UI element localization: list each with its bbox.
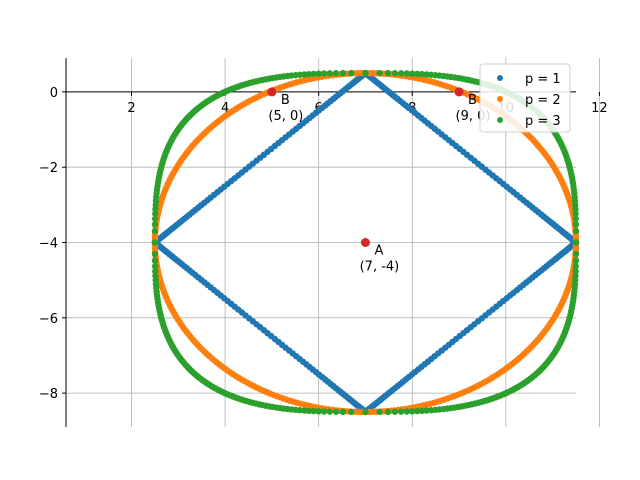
series-point bbox=[408, 70, 416, 77]
y-tick-label: −2 bbox=[39, 161, 58, 176]
series-point bbox=[572, 250, 580, 258]
point-marker bbox=[267, 87, 277, 97]
point-marker-label: A bbox=[374, 244, 383, 259]
series-point bbox=[151, 221, 159, 228]
series-point bbox=[339, 69, 347, 77]
series-point bbox=[301, 407, 308, 414]
series-point bbox=[339, 408, 347, 416]
point-marker-label: B bbox=[281, 93, 290, 108]
series-point bbox=[305, 70, 313, 78]
legend-box bbox=[479, 63, 571, 133]
series-point bbox=[362, 69, 369, 77]
series-point bbox=[332, 70, 340, 77]
series-point bbox=[391, 408, 399, 415]
x-tick-label: 4 bbox=[221, 101, 229, 116]
y-tick-label: 0 bbox=[50, 86, 58, 101]
series-point bbox=[151, 263, 159, 270]
annotated-points: A(7, -4)B(5, 0)B(9, 0) bbox=[267, 87, 491, 275]
legend-marker bbox=[497, 96, 503, 102]
series-point bbox=[310, 407, 317, 415]
series-point bbox=[152, 205, 159, 213]
point-coord-label: (5, 0) bbox=[268, 109, 303, 124]
series-point bbox=[305, 407, 313, 415]
series-point bbox=[348, 408, 355, 416]
series-point bbox=[572, 257, 580, 264]
series-point bbox=[408, 408, 416, 415]
legend-label: p = 2 bbox=[525, 93, 561, 108]
legend-label: p = 1 bbox=[525, 72, 561, 87]
y-tick-label: −6 bbox=[39, 312, 58, 327]
point-marker bbox=[454, 87, 464, 97]
series-point bbox=[326, 70, 333, 77]
annotated-point: B(5, 0) bbox=[267, 87, 303, 124]
series-point bbox=[152, 268, 159, 275]
series-point bbox=[572, 239, 580, 246]
legend-marker bbox=[497, 117, 503, 123]
series-point bbox=[151, 257, 159, 264]
legend-label: p = 3 bbox=[525, 114, 561, 129]
series-point bbox=[376, 69, 383, 77]
series-point bbox=[384, 408, 392, 416]
series-point bbox=[348, 69, 355, 77]
series-point bbox=[414, 407, 421, 415]
series-point bbox=[151, 239, 159, 246]
point-marker bbox=[360, 238, 370, 247]
legend-marker bbox=[497, 75, 503, 81]
series-point bbox=[376, 408, 383, 416]
series-point bbox=[315, 408, 322, 415]
series-point bbox=[572, 268, 579, 275]
point-coord-label: (7, -4) bbox=[360, 260, 400, 275]
series-point bbox=[397, 408, 405, 415]
series-point bbox=[151, 215, 159, 222]
series-point bbox=[362, 408, 369, 416]
series-point bbox=[423, 71, 430, 78]
series-point bbox=[151, 250, 159, 258]
series-point bbox=[152, 210, 159, 217]
legend: p = 1 p = 2 p = 3 bbox=[479, 63, 571, 133]
series-point bbox=[320, 70, 328, 77]
series-point bbox=[572, 263, 580, 270]
y-tick-label: −4 bbox=[39, 237, 58, 252]
x-tick-label: 12 bbox=[591, 101, 608, 116]
series-point bbox=[315, 70, 322, 77]
series-point bbox=[572, 221, 580, 228]
series-point bbox=[397, 70, 405, 77]
x-tick-label: 2 bbox=[127, 101, 135, 116]
series-point bbox=[326, 408, 333, 415]
series-point bbox=[572, 215, 580, 222]
y-tick-label: −8 bbox=[39, 387, 58, 402]
series-point bbox=[310, 70, 317, 78]
point-marker-label: B bbox=[468, 93, 477, 108]
series-point bbox=[403, 70, 411, 77]
series-point bbox=[418, 70, 426, 78]
series-point bbox=[391, 70, 399, 77]
series-point bbox=[384, 69, 392, 77]
series-point bbox=[320, 408, 328, 415]
series-point bbox=[403, 408, 411, 415]
series-point bbox=[572, 272, 579, 280]
series-point bbox=[151, 227, 159, 235]
series-point bbox=[332, 408, 340, 415]
series-point bbox=[572, 210, 579, 217]
series-point bbox=[414, 70, 421, 78]
series-point bbox=[572, 227, 580, 235]
series-point bbox=[418, 407, 426, 415]
annotated-point: A(7, -4) bbox=[360, 238, 400, 275]
